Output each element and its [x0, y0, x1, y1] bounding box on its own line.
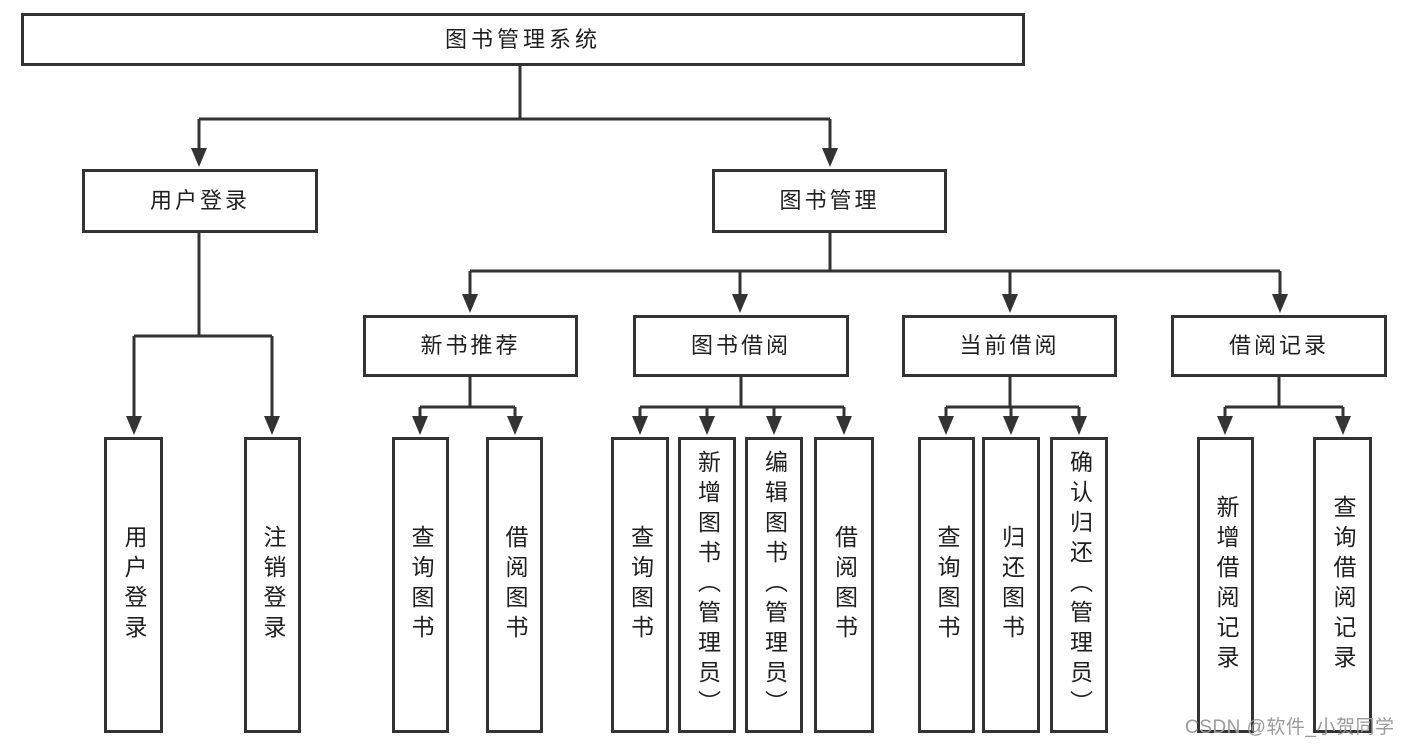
- leaf-user-login-label: 用户登录: [121, 525, 147, 645]
- node-library-system: 图书管理系统: [21, 13, 1025, 66]
- csdn-watermark: CSDN @软件_小贺同学: [1185, 717, 1395, 738]
- node-book-borrowing: 图书借阅: [633, 315, 849, 377]
- leaf-query-books-recommend: 查询图书: [392, 437, 449, 733]
- leaf-edit-books-admin-label: 编辑图书（管理员）: [761, 450, 788, 720]
- leaf-return-books: 归还图书: [982, 437, 1040, 733]
- leaf-add-books-admin-label: 新增图书（管理员）: [694, 450, 721, 720]
- leaf-borrow-books-recommend: 借阅图书: [486, 437, 543, 733]
- node-book-management: 图书管理: [712, 169, 947, 233]
- leaf-add-books-admin: 新增图书（管理员）: [678, 437, 736, 733]
- leaf-user-login: 用户登录: [104, 437, 163, 733]
- leaf-query-borrow-record-label: 查询借阅记录: [1330, 495, 1356, 675]
- leaf-return-books-label: 归还图书: [998, 525, 1025, 645]
- node-new-book-recommend: 新书推荐: [363, 315, 578, 377]
- leaf-query-books-borrowing: 查询图书: [611, 437, 669, 733]
- leaf-edit-books-admin: 编辑图书（管理员）: [745, 437, 803, 733]
- leaf-confirm-return-admin-label: 确认归还（管理员）: [1066, 450, 1093, 720]
- leaf-borrow-books-borrowing-label: 借阅图书: [831, 525, 858, 645]
- leaf-query-books-current-label: 查询图书: [934, 525, 960, 645]
- node-user-login: 用户登录: [82, 169, 318, 233]
- leaf-query-borrow-record: 查询借阅记录: [1313, 437, 1372, 733]
- leaf-add-borrow-record: 新增借阅记录: [1197, 437, 1254, 733]
- leaf-borrow-books-borrowing: 借阅图书: [814, 437, 874, 733]
- arrowheads: [126, 148, 1351, 435]
- leaf-borrow-books-recommend-label: 借阅图书: [502, 525, 528, 645]
- leaf-logout-login-label: 注销登录: [260, 525, 286, 645]
- node-borrowing-records: 借阅记录: [1171, 315, 1387, 377]
- leaf-logout-login: 注销登录: [244, 437, 301, 733]
- leaf-query-books-recommend-label: 查询图书: [408, 525, 434, 645]
- leaf-query-books-current: 查询图书: [918, 437, 975, 733]
- leaf-query-books-borrowing-label: 查询图书: [627, 525, 654, 645]
- node-current-borrowing: 当前借阅: [902, 315, 1117, 377]
- leaf-add-borrow-record-label: 新增借阅记录: [1213, 495, 1239, 675]
- leaf-confirm-return-admin: 确认归还（管理员）: [1050, 437, 1108, 733]
